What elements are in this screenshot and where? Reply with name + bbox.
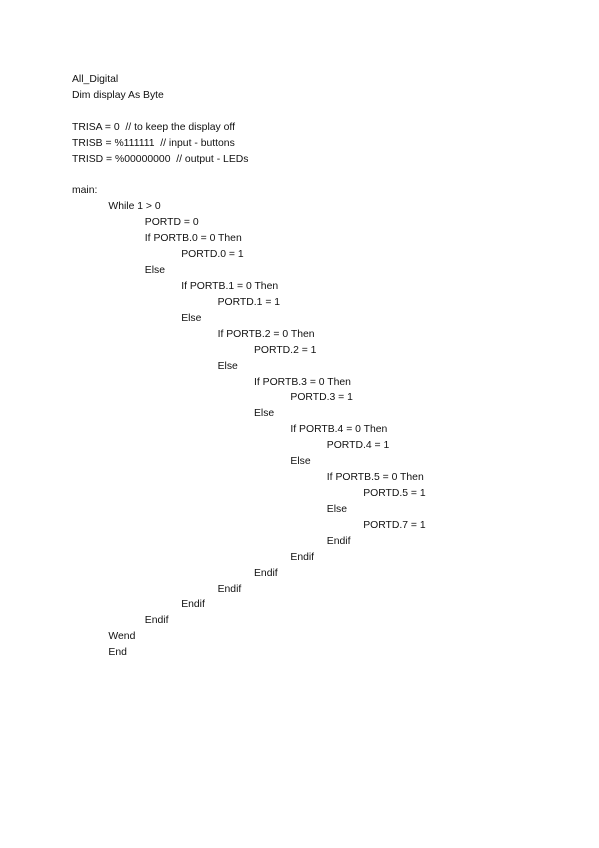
code-line: TRISB = %111111 // input - buttons <box>72 137 235 149</box>
code-line: PORTD.3 = 1 <box>290 392 353 404</box>
code-line: PORTD.7 = 1 <box>363 519 426 531</box>
code-line: If PORTB.3 = 0 Then <box>254 376 351 388</box>
code-line: If PORTB.2 = 0 Then <box>217 328 315 340</box>
code-line: Else <box>217 360 238 372</box>
code-line: Else <box>144 265 166 277</box>
code-line: While 1 > 0 <box>108 201 161 213</box>
code-line: Endif <box>217 583 242 595</box>
code-line: PORTD = 0 <box>144 217 199 229</box>
code-line: PORTD.5 = 1 <box>363 487 426 499</box>
code-line: Dim display As Byte <box>72 89 164 101</box>
code-line: main: <box>72 185 98 197</box>
code-line: TRISA = 0 // to keep the display off <box>72 121 235 133</box>
code-line: Else <box>254 408 275 420</box>
code-line: Else <box>326 503 348 515</box>
code-line: Endif <box>181 599 205 611</box>
blank-line <box>72 168 426 184</box>
code-line: If PORTB.1 = 0 Then <box>181 280 279 292</box>
code-line: PORTD.0 = 1 <box>181 249 244 261</box>
code-line: PORTD.2 = 1 <box>254 344 317 356</box>
code-line: If PORTB.0 = 0 Then <box>144 233 242 245</box>
code-line: Endif <box>144 615 169 627</box>
code-line: If PORTB.5 = 0 Then <box>326 472 424 484</box>
code-line: PORTD.1 = 1 <box>217 296 281 308</box>
blank-line <box>72 104 426 120</box>
code-line: If PORTB.4 = 0 Then <box>290 424 388 436</box>
code-line: Else <box>290 456 311 468</box>
code-line: PORTD.4 = 1 <box>326 440 390 452</box>
code-line: Endif <box>254 567 278 579</box>
code-line: All_Digital <box>72 74 119 85</box>
code-line: Wend <box>108 631 136 643</box>
code-line: Endif <box>326 535 351 547</box>
code-line: Else <box>181 312 202 324</box>
code-line: Endif <box>290 551 315 563</box>
code-line: TRISD = %00000000 // output - LEDs <box>72 153 249 165</box>
code-line: End <box>108 647 127 659</box>
